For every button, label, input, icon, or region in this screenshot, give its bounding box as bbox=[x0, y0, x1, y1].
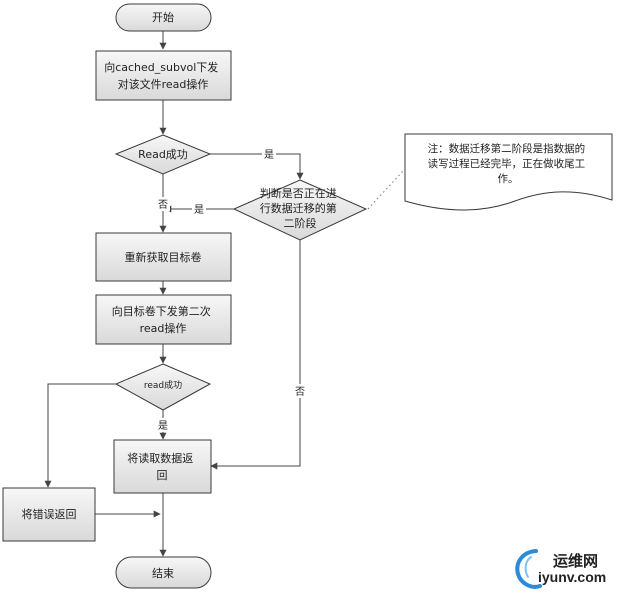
start-label: 开始 bbox=[152, 10, 174, 24]
read-success-label: Read成功 bbox=[138, 148, 188, 161]
edge-label-no-1: 否 bbox=[158, 199, 168, 211]
note-document bbox=[404, 133, 613, 211]
watermark-cn: 运维网 bbox=[553, 552, 598, 570]
edge-label-yes-1: 是 bbox=[264, 149, 274, 161]
note-text: 注：数据迁移第二阶段是指数据的 读写过程已经完毕，正在做收尾工 作。 bbox=[428, 142, 589, 185]
end-terminator bbox=[115, 556, 212, 589]
read-success2-label: read成功 bbox=[144, 379, 182, 391]
read-success-decision bbox=[114, 134, 212, 175]
edge-judge-no-to-return bbox=[210, 240, 301, 470]
edge-label-yes-2: 是 bbox=[194, 204, 204, 216]
watermark-logo: 运维网 iyunv.com bbox=[515, 549, 606, 589]
start-terminator bbox=[115, 3, 212, 32]
edge-readok-yes-to-judge bbox=[210, 153, 304, 180]
end-label: 结束 bbox=[152, 567, 174, 580]
read-success2-decision bbox=[114, 363, 212, 411]
judge-migration-decision bbox=[232, 179, 368, 241]
watermark-swoosh-icon bbox=[515, 549, 542, 589]
edge-label-yes-3: 是 bbox=[158, 420, 168, 432]
judge-migration-label: 判断是否正在进 行数据迁移的第 二阶段 bbox=[260, 186, 341, 230]
reacquire-volume-process bbox=[95, 232, 232, 282]
return-data-process bbox=[113, 439, 212, 494]
send-read-label: 向cached_subvol下发 对该文件read操作 bbox=[104, 60, 222, 91]
edge-readok2-no-to-error bbox=[44, 383, 116, 488]
send-second-read-process bbox=[95, 294, 232, 345]
edge-label-no-2: 否 bbox=[295, 386, 305, 398]
note-dotted-connector bbox=[367, 169, 405, 210]
return-error-label: 将错误返回 bbox=[22, 507, 77, 521]
return-error-process bbox=[2, 487, 96, 542]
reacquire-volume-label: 重新获取目标卷 bbox=[125, 250, 202, 264]
send-read-process bbox=[95, 50, 232, 101]
send-second-read-label: 向目标卷下发第二次 read操作 bbox=[112, 304, 215, 335]
watermark-en: iyunv.com bbox=[538, 569, 606, 585]
return-data-label: 将读取数据返 回 bbox=[127, 451, 197, 482]
